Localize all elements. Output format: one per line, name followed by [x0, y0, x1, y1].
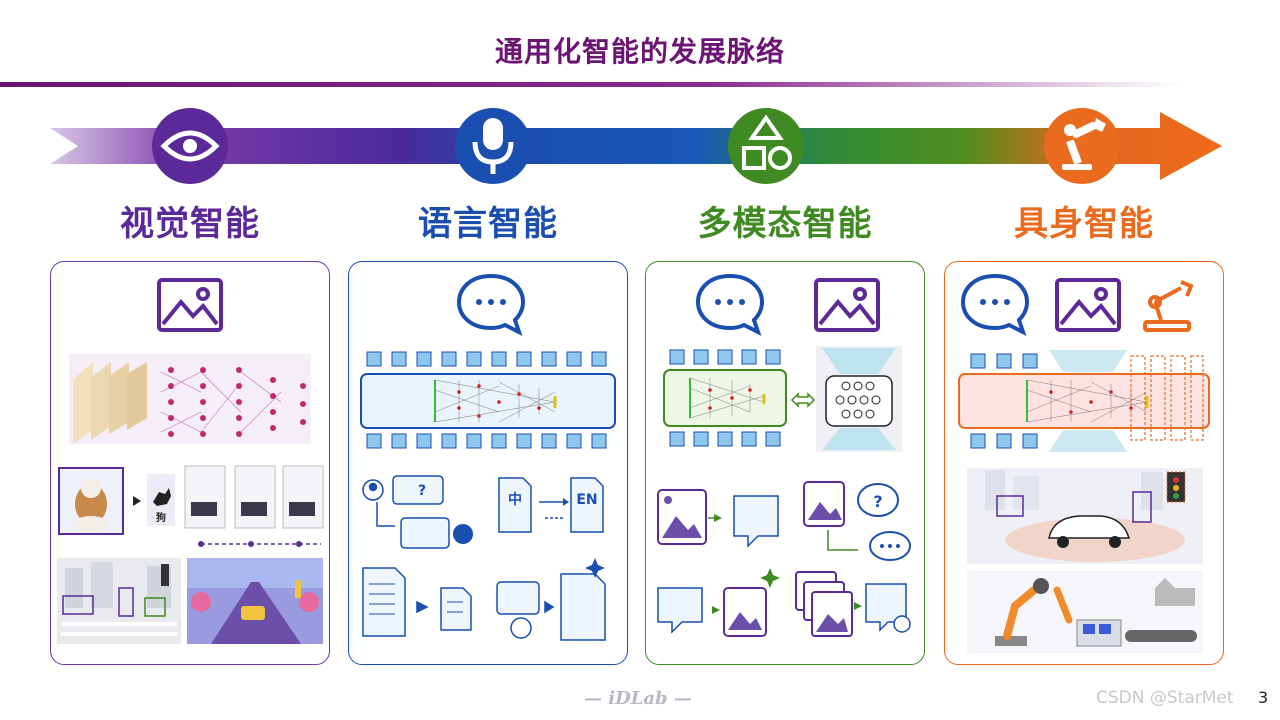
generation-task [496, 558, 606, 641]
vision-panel-art: 狗 [57, 278, 324, 644]
multimodal-panel-art: ? [657, 273, 911, 637]
translation-task: 中 EN [498, 477, 604, 533]
image-captioning-task [657, 489, 779, 548]
industrial-robot-scene [967, 570, 1203, 654]
neural-network-figure [69, 354, 311, 444]
encoder-top [1049, 350, 1127, 372]
vqa-task: ? [803, 481, 911, 561]
svg-text:?: ? [418, 483, 426, 499]
timeline-arrow [50, 108, 1222, 184]
robot-arm-icon [1062, 118, 1106, 170]
language-model-block [360, 373, 616, 429]
multi-image-reasoning-task [795, 571, 911, 637]
vision-panel: 狗 [50, 261, 330, 665]
bidirectional-arrow-icon [790, 392, 816, 408]
output-tokens [366, 433, 607, 449]
street-scene [57, 558, 181, 644]
page-title: 通用化智能的发展脉络 [494, 35, 785, 68]
mm-input-tokens [669, 349, 781, 447]
stage-label-vision: 视觉智能 [120, 204, 260, 244]
shapes-icon [742, 114, 792, 170]
autonomous-driving-scene [967, 468, 1203, 564]
action-outputs [1130, 355, 1204, 441]
language-panel-art: ? 中 EN [360, 273, 616, 641]
multimodal-panel: ? [645, 261, 925, 665]
page-number: 3 [1258, 688, 1269, 707]
embodied-input-tokens [970, 353, 1038, 449]
language-panel: ? 中 EN [348, 261, 628, 665]
chat-bubble-icon [456, 273, 526, 336]
timeline-dots [198, 541, 321, 547]
road-scene [187, 558, 323, 644]
detection-frames [184, 465, 324, 529]
vision-encoder [816, 346, 902, 452]
microphone-icon [472, 118, 514, 174]
svg-text:EN: EN [576, 492, 597, 508]
footer-logo: — iDLab — [584, 688, 692, 709]
eye-icon [160, 130, 220, 162]
robot-arm-icon [1143, 280, 1194, 332]
dog-class-label: 狗 [147, 474, 175, 526]
text-to-image-task [657, 568, 780, 637]
input-tokens [366, 351, 607, 367]
stage-label-language: 语言智能 [418, 204, 558, 244]
stage-label-embodied: 具身智能 [1014, 204, 1154, 244]
qa-task: ? [362, 475, 473, 549]
image-icon [1055, 278, 1121, 332]
embodied-panel [944, 261, 1224, 665]
stage-circle-embodied [1044, 108, 1120, 184]
svg-text:?: ? [873, 492, 882, 511]
stage-label-multimodal: 多模态智能 [697, 204, 873, 244]
dog-photo [58, 467, 124, 535]
summarization-task [362, 567, 472, 637]
mm-language-model [663, 369, 787, 427]
image-icon [157, 278, 223, 332]
image-icon [814, 278, 880, 332]
watermark: CSDN @StarMet [1096, 688, 1234, 708]
title-underline [0, 82, 1180, 87]
embodied-model-block [958, 373, 1210, 429]
arrow-right-icon [133, 496, 141, 506]
chat-bubble-icon [695, 273, 765, 336]
chat-bubble-icon [960, 273, 1030, 336]
encoder-bottom [1049, 430, 1127, 452]
svg-text:中: 中 [508, 491, 522, 508]
svg-text:狗: 狗 [156, 511, 166, 524]
embodied-panel-art [958, 273, 1210, 654]
